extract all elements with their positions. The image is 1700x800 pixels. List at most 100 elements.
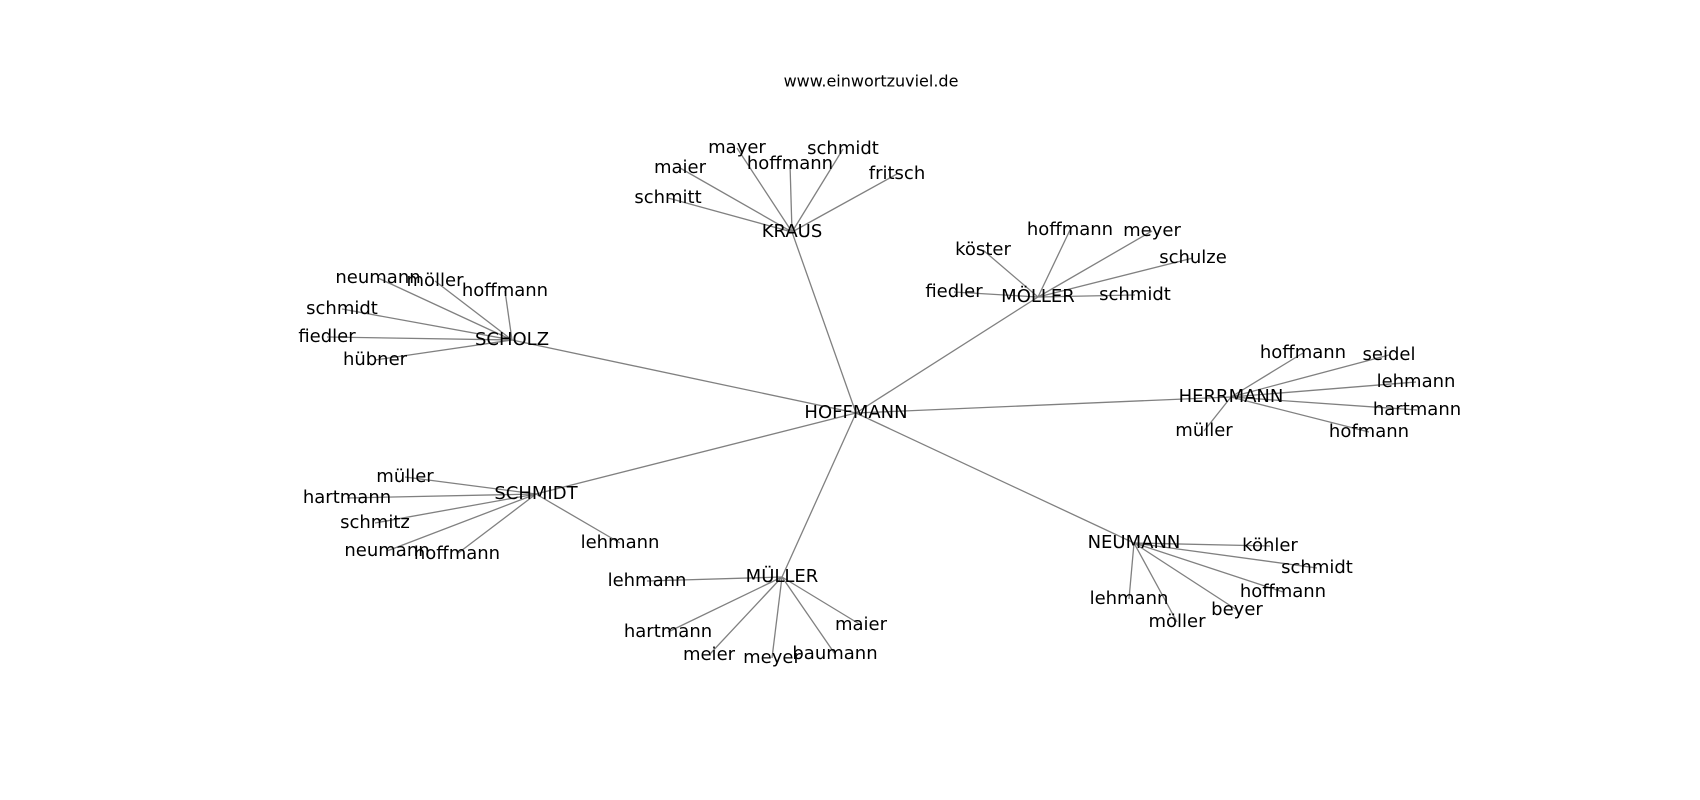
node-leaf-schmidt-schmitz: schmitz	[340, 512, 410, 533]
edge-herrmann-mueller	[1203, 396, 1232, 432]
edge-scholz-fiedler	[326, 336, 513, 341]
node-leaf-neumann-lehmann: lehmann	[1090, 588, 1169, 609]
edge-schmidt-schmitz	[374, 493, 537, 524]
edge-kraus-fritsch	[791, 173, 898, 233]
node-leaf-moeller-hoffmann: hoffmann	[1027, 219, 1113, 240]
node-leaf-herrmann-lehmann: lehmann	[1377, 371, 1456, 392]
edge-mueller-meyer	[771, 576, 783, 659]
edge-mueller-baumann	[781, 576, 836, 655]
edge-mueller-lehmann	[646, 576, 783, 582]
edge-kraus-hoffmann	[789, 163, 793, 233]
node-group-schmidt: SCHMIDT	[494, 483, 578, 504]
node-leaf-scholz-schmidt: schmidt	[306, 298, 378, 319]
edges-layer	[326, 147, 1418, 659]
node-leaf-kraus-schmidt: schmidt	[807, 138, 879, 159]
node-leaf-schmidt-mueller: müller	[376, 466, 434, 487]
node-group-neumann: NEUMANN	[1088, 532, 1181, 553]
edge-neumann-beyer	[1133, 542, 1238, 611]
node-leaf-neumann-beyer: beyer	[1211, 599, 1263, 620]
node-leaf-kraus-hoffmann: hoffmann	[747, 153, 833, 174]
node-leaf-moeller-fiedler: fiedler	[925, 281, 983, 302]
edge-neumann-schmidt	[1133, 542, 1318, 569]
node-leaf-scholz-fiedler: fiedler	[298, 326, 356, 347]
edge-mueller-meier	[708, 576, 783, 656]
edge-root-scholz	[511, 339, 857, 414]
node-leaf-scholz-huebner: hübner	[343, 349, 408, 370]
edge-root-neumann	[855, 412, 1135, 544]
node-leaf-schmidt-hoffmann: hoffmann	[414, 543, 500, 564]
node-leaf-kraus-mayer: mayer	[708, 137, 766, 158]
edge-neumann-hoffmann	[1133, 542, 1284, 593]
node-leaf-schmidt-hartmann: hartmann	[303, 487, 391, 508]
node-leaf-neumann-moeller: möller	[1148, 611, 1206, 632]
edge-scholz-schmidt	[341, 308, 513, 341]
node-leaf-schmidt-lehmann: lehmann	[581, 532, 660, 553]
node-leaf-moeller-schmidt: schmidt	[1099, 284, 1171, 305]
edge-moeller-hoffmann	[1037, 229, 1071, 298]
site-url-label: www.einwortzuviel.de	[784, 72, 959, 91]
node-leaf-moeller-koester: köster	[955, 239, 1011, 260]
node-leaf-neumann-hoffmann: hoffmann	[1240, 581, 1326, 602]
edge-schmidt-hoffmann	[456, 493, 537, 555]
node-leaf-moeller-meyer: meyer	[1123, 220, 1181, 241]
node-leaf-herrmann-mueller: müller	[1175, 420, 1233, 441]
edge-moeller-koester	[982, 249, 1039, 298]
edge-herrmann-seidel	[1230, 354, 1390, 398]
edge-scholz-moeller	[434, 280, 513, 341]
node-leaf-mueller-meier: meier	[683, 644, 736, 665]
edge-root-herrmann	[855, 396, 1232, 414]
edge-moeller-schmidt	[1037, 294, 1136, 298]
edge-moeller-fiedler	[953, 291, 1039, 298]
node-leaf-neumann-koehler: köhler	[1242, 535, 1298, 556]
node-leaf-kraus-fritsch: fritsch	[869, 163, 925, 184]
node-leaf-mueller-meyer: meyer	[743, 647, 801, 668]
edge-neumann-lehmann	[1128, 542, 1135, 600]
labels-layer: HOFFMANN KRAUS mayer schmidt maier hoffmann fr…	[298, 137, 1461, 668]
edge-schmidt-neumann	[386, 493, 537, 552]
edge-mueller-hartmann	[667, 576, 783, 633]
edge-kraus-schmidt	[791, 148, 844, 233]
edge-mueller-maier	[781, 576, 862, 626]
node-leaf-scholz-neumann: neumann	[335, 267, 420, 288]
node-leaf-mueller-baumann: baumann	[792, 643, 877, 664]
edge-neumann-moeller	[1133, 542, 1178, 623]
edge-herrmann-hoffmann	[1230, 352, 1304, 398]
edge-moeller-schulze	[1037, 257, 1194, 298]
node-group-mueller: MÜLLER	[746, 565, 819, 587]
node-leaf-herrmann-hofmann: hofmann	[1329, 421, 1409, 442]
node-leaf-herrmann-hartmann: hartmann	[1373, 399, 1461, 420]
node-root-hoffmann: HOFFMANN	[804, 402, 907, 423]
edge-schmidt-hartmann	[346, 493, 537, 499]
edge-kraus-maier	[679, 167, 793, 233]
node-leaf-mueller-hartmann: hartmann	[624, 621, 712, 642]
edge-kraus-schmitt	[667, 197, 793, 233]
node-leaf-mueller-lehmann: lehmann	[608, 570, 687, 591]
edge-scholz-hoffmann	[504, 290, 513, 341]
node-leaf-mueller-maier: maier	[835, 614, 888, 635]
edge-herrmann-hofmann	[1230, 396, 1370, 433]
node-leaf-herrmann-seidel: seidel	[1363, 344, 1416, 365]
node-leaf-neumann-schmidt: schmidt	[1281, 557, 1353, 578]
edge-moeller-meyer	[1037, 230, 1153, 298]
node-group-moeller: MÖLLER	[1001, 285, 1075, 307]
node-group-herrmann: HERRMANN	[1179, 386, 1284, 407]
node-group-kraus: KRAUS	[762, 221, 823, 242]
node-leaf-kraus-schmitt: schmitt	[634, 187, 701, 208]
edge-root-moeller	[855, 296, 1039, 414]
node-leaf-kraus-maier: maier	[654, 157, 707, 178]
edge-scholz-neumann	[377, 277, 513, 341]
edge-schmidt-lehmann	[535, 493, 621, 544]
edge-neumann-koehler	[1133, 542, 1271, 547]
edge-herrmann-hartmann	[1230, 396, 1418, 411]
edge-root-kraus	[791, 231, 857, 414]
edge-kraus-mayer	[736, 147, 793, 233]
edge-scholz-huebner	[374, 339, 513, 361]
edge-schmidt-mueller	[404, 476, 537, 495]
node-leaf-moeller-schulze: schulze	[1159, 247, 1227, 268]
node-leaf-schmidt-neumann: neumann	[344, 540, 429, 561]
edge-herrmann-lehmann	[1230, 381, 1417, 398]
edge-root-schmidt	[535, 412, 857, 495]
edge-root-mueller	[781, 412, 857, 578]
node-leaf-scholz-hoffmann: hoffmann	[462, 280, 548, 301]
